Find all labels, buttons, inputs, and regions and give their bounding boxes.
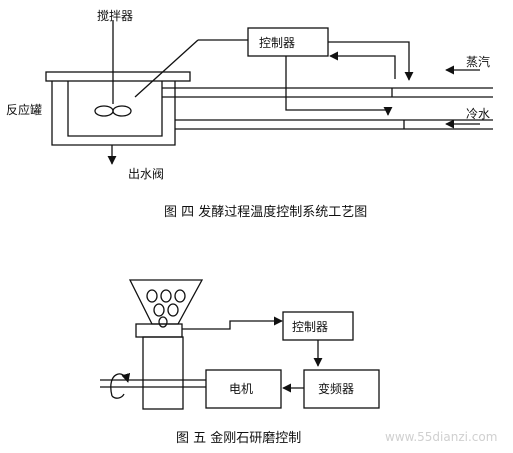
grinding-column: [142, 336, 184, 410]
controller-signal-water: [285, 56, 393, 116]
rotation-arrow-tail: [111, 393, 125, 399]
controller-feedback: [329, 51, 396, 79]
rotation-arrow-icon: [110, 372, 131, 397]
motor-label: 电机: [229, 382, 253, 396]
stirrer-label: 搅拌器: [97, 8, 133, 23]
sensor-line: [182, 316, 283, 330]
diamond-3: [174, 289, 186, 303]
figure5-caption: 图 五 金刚石研磨控制: [176, 430, 301, 446]
motor-box: [205, 369, 282, 409]
fermentation-diagram: [45, 20, 493, 165]
inverter-box: [303, 369, 380, 409]
diamond-1: [146, 289, 158, 303]
cold-water-label: 冷水: [466, 107, 490, 121]
hopper-neck: [135, 323, 183, 338]
grinding-diagram: [100, 279, 380, 410]
diamond-2: [160, 289, 172, 303]
stirrer-blade-right: [112, 105, 132, 117]
tank-inner: [67, 81, 163, 137]
stirrer-leader-line: [134, 39, 199, 98]
tank-jacket: [51, 81, 176, 146]
stirrer-blade-left: [94, 105, 114, 117]
diamond-5: [167, 303, 179, 317]
controller4-label: 控制器: [259, 36, 295, 50]
watermark: www.55dianzi.com: [385, 430, 497, 444]
tank-label: 反应罐: [6, 102, 42, 117]
controller-signal-steam: [328, 41, 414, 81]
steam-label: 蒸汽: [466, 54, 490, 69]
tank-lid: [45, 71, 191, 82]
inverter-label: 变频器: [318, 381, 354, 396]
diamond-4: [153, 303, 165, 317]
outlet-valve-label: 出水阀: [128, 167, 164, 181]
controller5-label: 控制器: [292, 320, 328, 334]
diamond-6: [158, 316, 168, 328]
figure4-caption: 图 四 发酵过程温度控制系统工艺图: [164, 204, 367, 220]
